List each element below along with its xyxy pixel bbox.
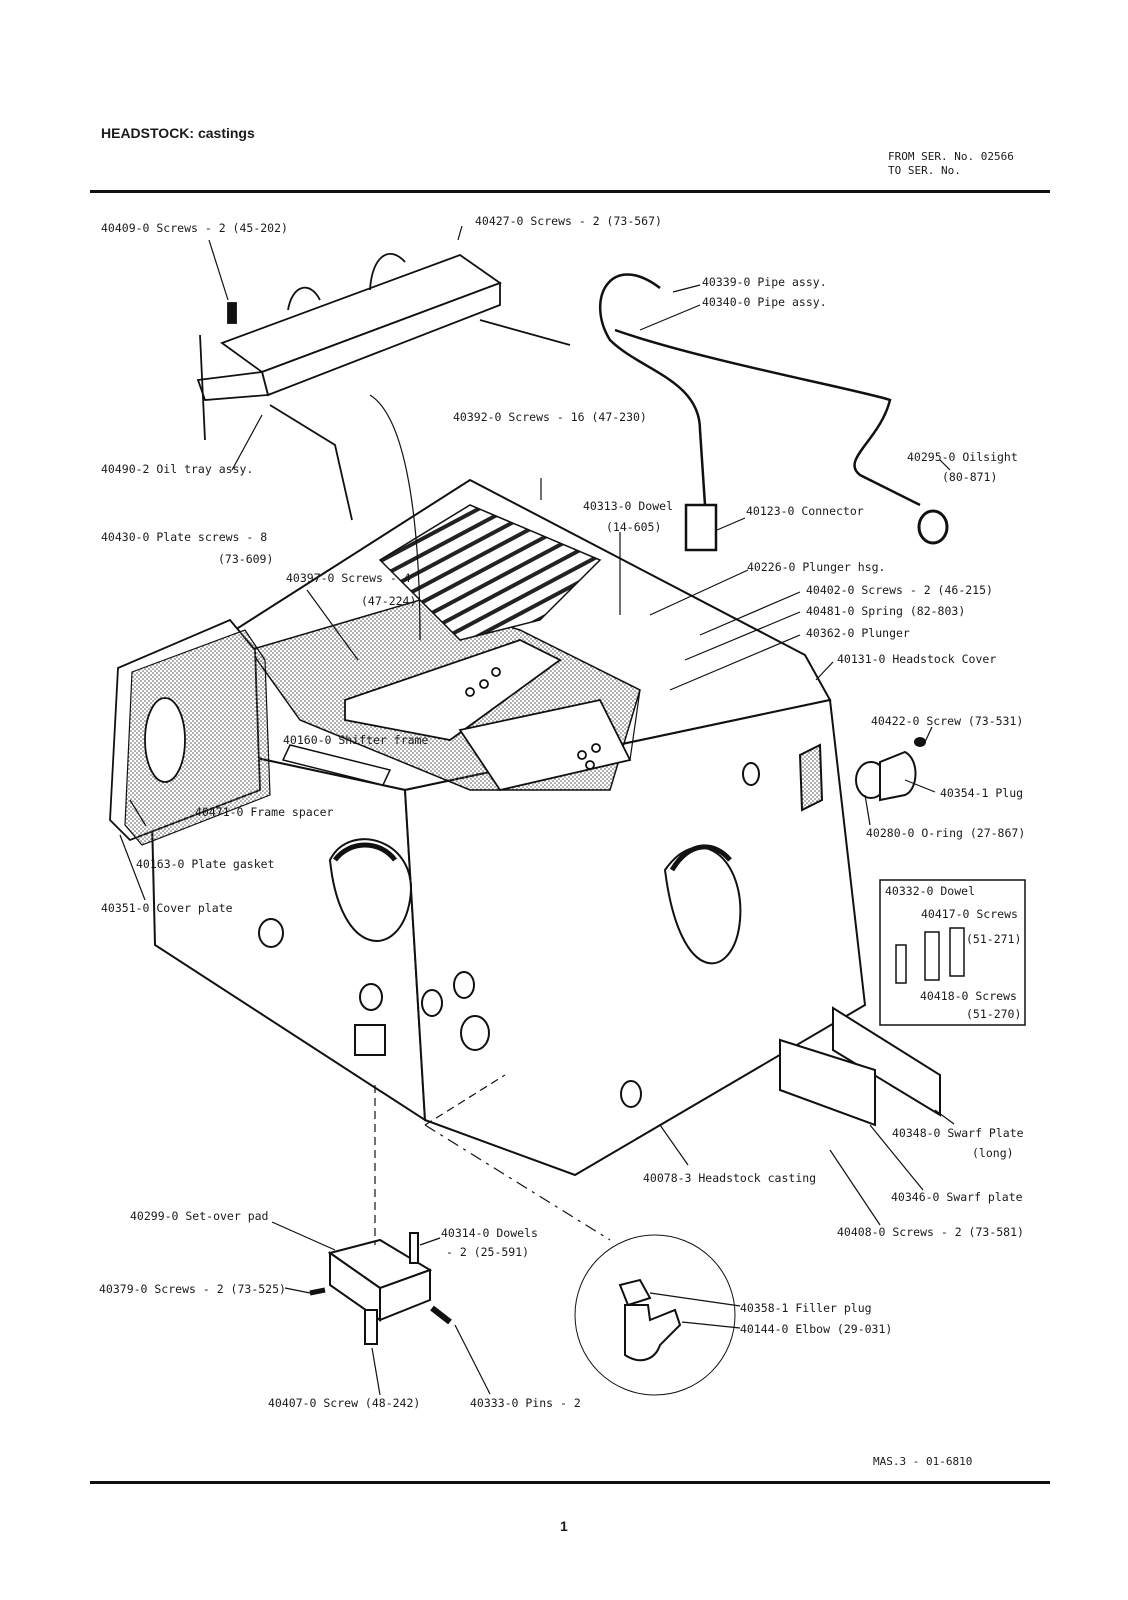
label-40427-screws: 40427-0 Screws - 2 (73-567) [475,214,662,228]
label-40354-plug: 40354-1 Plug [940,786,1024,800]
label-40299-set-over-pad: 40299-0 Set-over pad [130,1209,269,1223]
pipe-assemblies [599,273,921,552]
label-40418-screws: 40418-0 Screws [920,989,1017,1003]
label-40078-headstock-casting: 40078-3 Headstock casting [643,1171,817,1185]
swarf-plates [779,1006,941,1127]
shifter-frame [344,639,632,792]
label-40430-part-code: (73-609) [218,552,274,566]
filler-plug-and-elbow [618,1278,682,1362]
label-40332-dowel: 40332-0 Dowel [885,884,976,898]
label-40362-plunger: 40362-0 Plunger [806,626,910,640]
label-40409-screws: 40409-0 Screws - 2 (45-202) [101,221,288,235]
header-rule [90,190,1050,193]
label-40430-plate-screws: 40430-0 Plate screws - 8 [101,530,268,544]
cover-plate-and-gasket [109,618,271,846]
label-40314-dowels: 40314-0 Dowels [441,1226,538,1240]
label-40471-frame-spacer: 40471-0 Frame spacer [195,805,334,819]
label-40397-part-code: (47-224) [361,594,417,608]
leader-lines [119,225,955,1396]
label-40340-pipe-assy: 40340-0 Pipe assy. [702,295,827,309]
label-40163-plate-gasket: 40163-0 Plate gasket [136,857,275,871]
label-40339-pipe-assy: 40339-0 Pipe assy. [702,275,827,289]
label-40481-spring: 40481-0 Spring (82-803) [806,604,966,618]
label-40402-screws: 40402-0 Screws - 2 (46-215) [806,583,993,597]
label-40295-oilsight: 40295-0 Oilsight [907,450,1018,464]
from-serial-number: FROM SER. No. 02566 [888,150,1014,163]
label-40348-swarf-plate-long: 40348-0 Swarf Plate [892,1126,1024,1140]
label-40422-screw: 40422-0 Screw (73-531) [871,714,1024,728]
oil-tray-assembly [196,253,571,521]
label-40313-part-code: (14-605) [606,520,662,534]
drawing-code: MAS.3 - 01-6810 [873,1455,973,1468]
label-40333-pins: 40333-0 Pins - 2 [470,1396,581,1410]
label-40346-swarf-plate: 40346-0 Swarf plate [891,1190,1023,1204]
filler-plug-detail-circle [574,1234,736,1396]
headstock-casting [148,478,867,1177]
to-serial-number: TO SER. No. [888,164,961,177]
plug-and-o-ring [855,737,926,802]
page-title: HEADSTOCK: castings [101,125,255,141]
set-over-pad [309,1232,452,1345]
label-40226-plunger-housing: 40226-0 Plunger hsg. [747,560,886,574]
label-40123-connector: 40123-0 Connector [746,504,864,518]
label-40407-screw: 40407-0 Screw (48-242) [268,1396,421,1410]
label-40408-screws: 40408-0 Screws - 2 (73-581) [837,1225,1024,1239]
label-40358-filler-plug: 40358-1 Filler plug [740,1301,872,1315]
label-40490-oil-tray-assy: 40490-2 Oil tray assy. [101,462,254,476]
label-40348-long: (long) [972,1146,1014,1160]
label-40392-screws: 40392-0 Screws - 16 (47-230) [453,410,647,424]
page-number: 1 [560,1518,568,1534]
label-40160-shifter-frame: 40160-0 Shifter frame [283,733,429,747]
label-40417-part-code: (51-271) [966,932,1022,946]
label-40351-cover-plate: 40351-0 Cover plate [101,901,233,915]
label-40313-dowel: 40313-0 Dowel [583,499,674,513]
footer-rule [90,1481,1050,1484]
label-40295-part-code: (80-871) [942,470,998,484]
label-40144-elbow: 40144-0 Elbow (29-031) [740,1322,893,1336]
oilsight [917,509,949,545]
label-40379-screws: 40379-0 Screws - 2 (73-525) [99,1282,286,1296]
label-40418-part-code: (51-270) [966,1007,1022,1021]
inset-parts [895,927,965,984]
label-40417-screws: 40417-0 Screws [921,907,1018,921]
label-40397-screws: 40397-0 Screws - 4 [286,571,411,585]
label-40131-headstock-cover: 40131-0 Headstock Cover [837,652,997,666]
label-40280-o-ring: 40280-0 O-ring (27-867) [866,826,1026,840]
label-40314-part-code: - 2 (25-591) [446,1245,530,1259]
